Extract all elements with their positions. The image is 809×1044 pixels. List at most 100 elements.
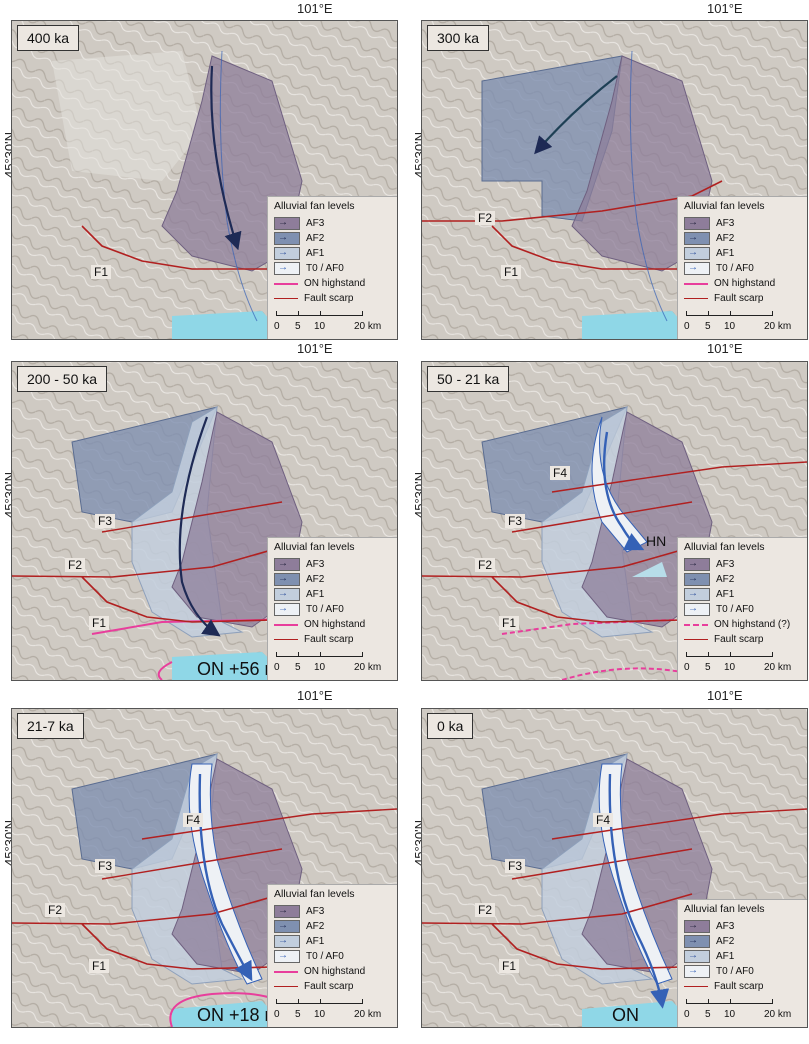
af1-swatch: → — [274, 588, 300, 601]
scale-label: 0 — [684, 662, 690, 673]
fault-label-f1: F1 — [499, 959, 520, 973]
scale-label: 10 — [314, 1009, 326, 1020]
t0-swatch: → — [684, 262, 710, 275]
time-label: 0 ka — [427, 713, 474, 739]
legend-label-af3: AF3 — [306, 559, 325, 570]
scale-label: 20 km — [354, 1009, 382, 1020]
af2-swatch: → — [274, 920, 300, 933]
fault-label-f1: F1 — [499, 616, 520, 630]
legend-row-t0: → T0 / AF0 — [274, 602, 394, 617]
scale-bar: 0 5 10 20 km — [684, 650, 804, 678]
legend-row-highstand: ON highstand (?) — [684, 617, 804, 632]
legend-row-af2: → AF2 — [274, 231, 394, 246]
legend-label-fault: Fault scarp — [714, 293, 764, 304]
legend: Alluvial fan levels → AF3 → AF2 → AF1 → … — [267, 196, 397, 339]
fault-label-f1: F1 — [89, 616, 110, 630]
scale-label: 10 — [724, 321, 736, 332]
fault-label-f4: F4 — [183, 813, 204, 827]
af1-swatch: → — [274, 935, 300, 948]
scale-label: 20 km — [764, 662, 792, 673]
legend-label-t0: T0 / AF0 — [716, 966, 754, 977]
af1-swatch: → — [274, 247, 300, 260]
highstand-swatch — [274, 282, 298, 285]
legend-label-t0: T0 / AF0 — [716, 263, 754, 274]
legend-row-af2: → AF2 — [274, 919, 394, 934]
legend-title: Alluvial fan levels — [274, 888, 355, 900]
legend-label-t0: T0 / AF0 — [306, 604, 344, 615]
legend-label-fault: Fault scarp — [714, 634, 764, 645]
legend-row-fault: Fault scarp — [274, 291, 394, 306]
legend-row-highstand: ON highstand — [684, 276, 804, 291]
legend-row-af1: → AF1 — [684, 949, 804, 964]
scale-label: 5 — [295, 1009, 301, 1020]
fault-swatch — [684, 298, 708, 299]
legend-label-t0: T0 / AF0 — [716, 604, 754, 615]
fault-label-f1: F1 — [91, 265, 112, 279]
legend-row-af3: → AF3 — [684, 557, 804, 572]
af2-swatch: → — [684, 232, 710, 245]
t0-swatch: → — [684, 965, 710, 978]
legend-row-af1: → AF1 — [684, 587, 804, 602]
scale-label: 5 — [705, 1009, 711, 1020]
highstand-swatch — [684, 623, 708, 626]
af1-swatch: → — [684, 950, 710, 963]
scale-label: 20 km — [354, 321, 382, 332]
lon-label: 101°E — [707, 688, 743, 703]
legend-row-af3: → AF3 — [274, 904, 394, 919]
scale-label: 10 — [724, 1009, 736, 1020]
legend-title: Alluvial fan levels — [684, 541, 765, 553]
scale-label: 0 — [684, 1009, 690, 1020]
scale-label: 5 — [705, 321, 711, 332]
fault-swatch — [684, 639, 708, 640]
scale-label: 5 — [705, 662, 711, 673]
lon-label: 101°E — [707, 1, 743, 16]
legend-label-af2: AF2 — [716, 574, 735, 585]
af2-swatch: → — [274, 573, 300, 586]
legend-label-af1: AF1 — [306, 589, 325, 600]
fault-label-f4: F4 — [550, 466, 571, 480]
legend-row-af3: → AF3 — [274, 216, 394, 231]
legend-row-af2: → AF2 — [684, 934, 804, 949]
af2-swatch: → — [684, 573, 710, 586]
time-label: 50 - 21 ka — [427, 366, 510, 392]
legend-label-highstand: ON highstand — [304, 966, 366, 977]
lon-label: 101°E — [707, 341, 743, 356]
af2-swatch: → — [274, 232, 300, 245]
legend-row-t0: → T0 / AF0 — [274, 261, 394, 276]
legend: Alluvial fan levels → AF3 → AF2 → AF1 → … — [267, 884, 397, 1027]
legend-label-highstand: ON highstand — [304, 278, 366, 289]
legend-label-af3: AF3 — [306, 906, 325, 917]
legend-row-af1: → AF1 — [274, 246, 394, 261]
legend-label-fault: Fault scarp — [304, 981, 354, 992]
legend-row-af2: → AF2 — [684, 231, 804, 246]
legend-row-af3: → AF3 — [274, 557, 394, 572]
legend-label-af1: AF1 — [716, 248, 735, 259]
scale-label: 5 — [295, 321, 301, 332]
terrain-map — [12, 21, 397, 339]
legend-row-t0: → T0 / AF0 — [684, 602, 804, 617]
af3-swatch: → — [274, 217, 300, 230]
lake-label: ON +56 m — [197, 659, 280, 679]
legend-label-highstand: ON highstand — [304, 619, 366, 630]
fault-label-f2: F2 — [45, 903, 66, 917]
legend-label-highstand: ON highstand — [714, 278, 776, 289]
t0-swatch: → — [684, 603, 710, 616]
scale-label: 20 km — [354, 662, 382, 673]
legend-label-t0: T0 / AF0 — [306, 951, 344, 962]
map-panel-50-21ka: 50 - 21 ka F4 F3 F2 F1 HN Alluvial fan l… — [421, 361, 808, 681]
legend-title: Alluvial fan levels — [684, 903, 765, 915]
fault-label-f3: F3 — [95, 859, 116, 873]
legend-row-af2: → AF2 — [274, 572, 394, 587]
legend-row-fault: Fault scarp — [684, 291, 804, 306]
scale-label: 10 — [314, 662, 326, 673]
highstand-swatch — [274, 623, 298, 626]
scale-bar: 0 5 10 20 km — [274, 309, 394, 337]
lon-label: 101°E — [297, 688, 333, 703]
fault-swatch — [684, 986, 708, 987]
legend: Alluvial fan levels → AF3 → AF2 → AF1 → … — [267, 537, 397, 680]
scale-label: 10 — [724, 662, 736, 673]
legend-row-af2: → AF2 — [684, 572, 804, 587]
legend-label-fault: Fault scarp — [304, 634, 354, 645]
map-panel-300ka: 300 ka F2 F1 Alluvial fan levels → AF3 →… — [421, 20, 808, 340]
legend-row-highstand: ON highstand — [274, 964, 394, 979]
